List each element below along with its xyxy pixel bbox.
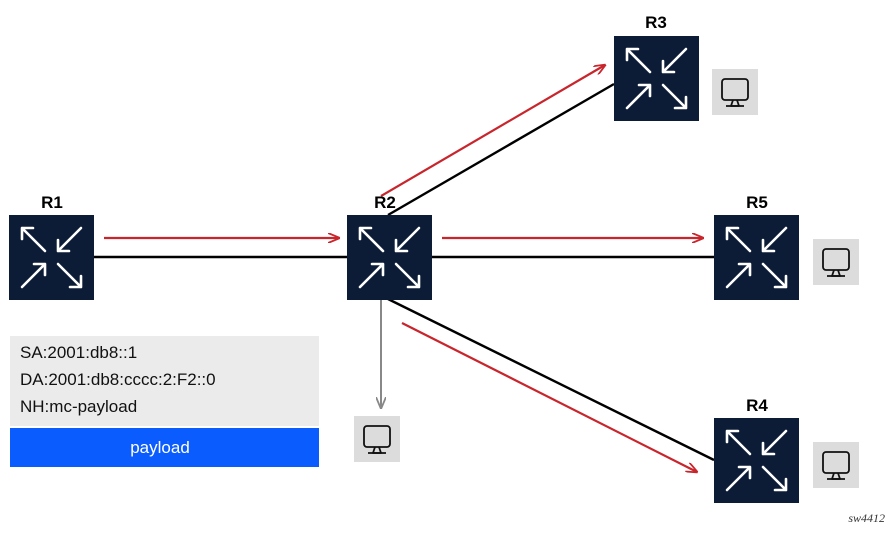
router-r1: R1 [7, 193, 96, 302]
packet: SA:2001:db8::1 DA:2001:db8:cccc:2:F2::0 … [10, 336, 319, 467]
router-icon [712, 213, 801, 302]
router-label: R2 [374, 193, 396, 212]
router-icon [712, 416, 801, 505]
router-icon [612, 34, 701, 123]
figure-id: sw4412 [848, 511, 885, 525]
router-r4: R4 [712, 396, 801, 505]
router-label: R3 [645, 13, 667, 32]
router-icon [7, 213, 96, 302]
network-links [94, 82, 715, 462]
link-r2-r4 [387, 297, 715, 462]
link-r2-r3 [387, 82, 615, 217]
router-icon [345, 213, 434, 302]
router-r3: R3 [612, 13, 701, 123]
traffic-arrow-r2-r3 [380, 65, 605, 197]
packet-payload-box [10, 428, 319, 467]
packet-destination-address: DA:2001:db8:cccc:2:F2::0 [20, 370, 216, 389]
router-r2: R2 [345, 193, 434, 302]
router-r5: R5 [712, 193, 801, 302]
monitor-icon [812, 238, 860, 286]
packet-payload-label: payload [130, 438, 190, 457]
packet-source-address: SA:2001:db8::1 [20, 343, 137, 362]
router-label: R1 [41, 193, 63, 212]
monitor-icon [353, 415, 401, 463]
router-label: R4 [746, 396, 768, 415]
monitor-icon [711, 68, 759, 116]
traffic-arrows [104, 65, 703, 472]
packet-header-box [10, 336, 319, 426]
packet-next-header: NH:mc-payload [20, 397, 137, 416]
traffic-arrow-r2-r4 [401, 322, 697, 472]
monitor-icon [812, 441, 860, 489]
router-label: R5 [746, 193, 768, 212]
